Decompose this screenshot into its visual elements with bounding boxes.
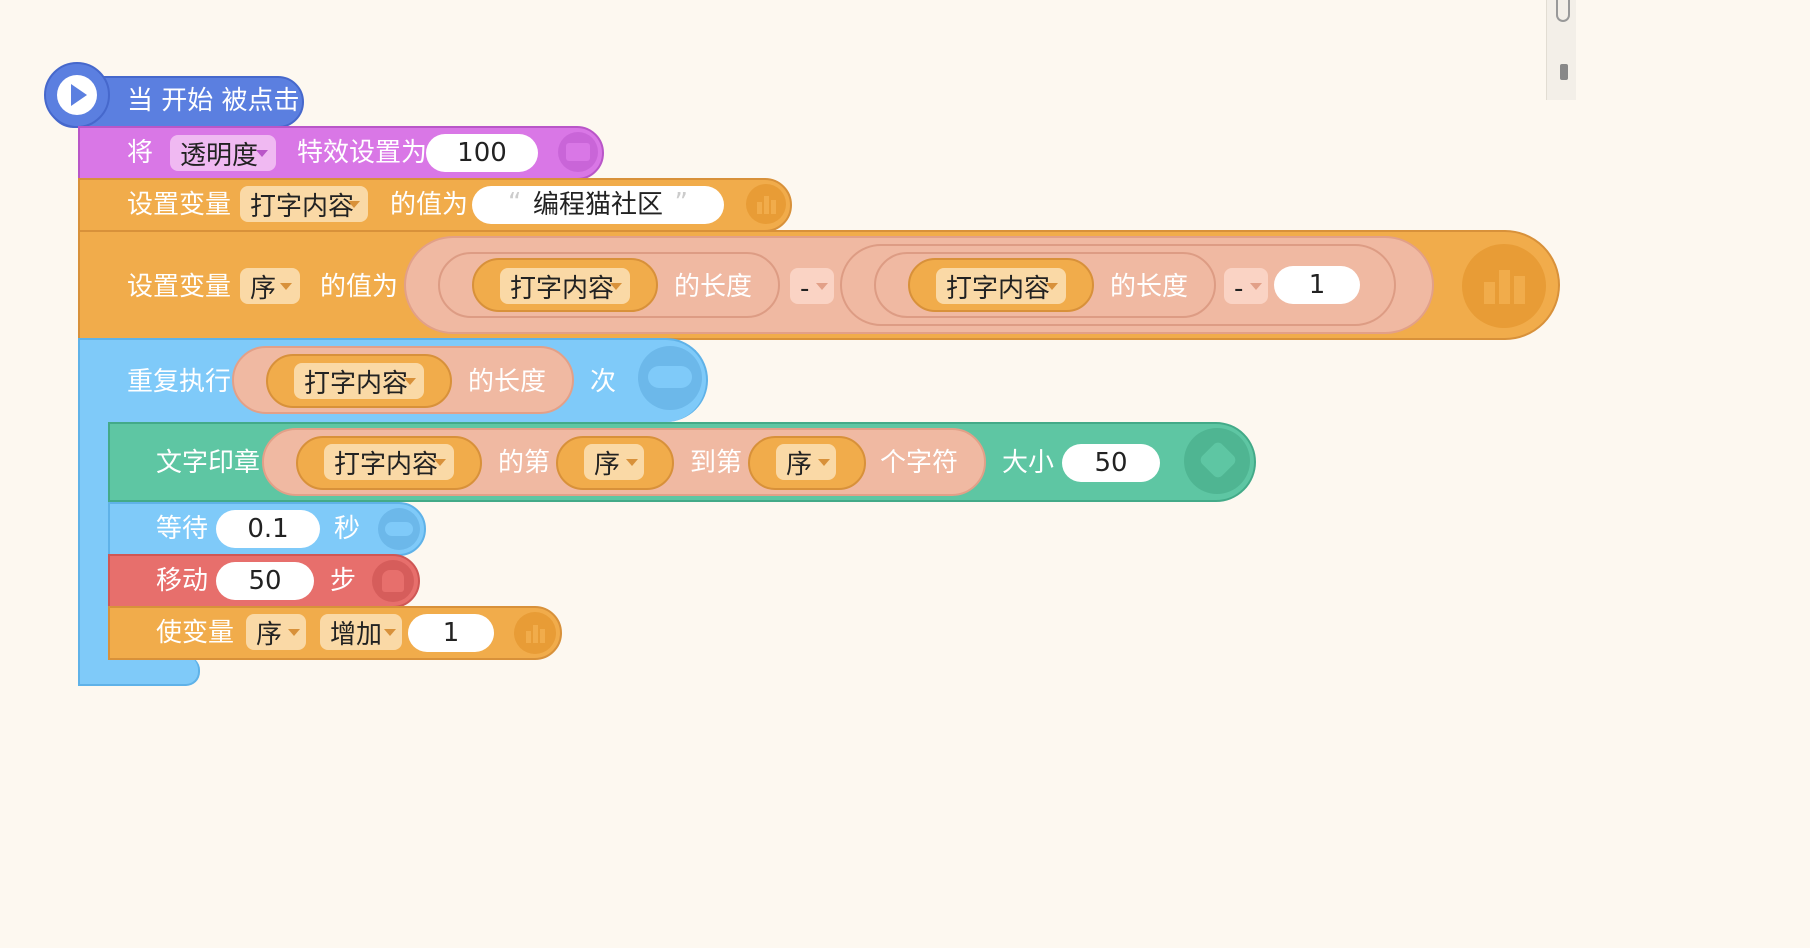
stamp-chars-label: 个字符 bbox=[880, 448, 959, 478]
chevron-down-icon bbox=[288, 629, 300, 636]
repeat-suffix: 次 bbox=[590, 367, 617, 397]
setvar1-string-input[interactable]: “ 编程猫社区 ” bbox=[472, 186, 724, 224]
hat-label: 当 开始 被点击 bbox=[127, 86, 300, 116]
chevron-down-icon bbox=[1046, 283, 1058, 290]
setvar1-string-value: 编程猫社区 bbox=[532, 190, 663, 220]
stamp-size-value: 50 bbox=[1094, 448, 1128, 478]
play-icon bbox=[44, 62, 110, 128]
chevron-down-icon bbox=[818, 459, 830, 466]
left-var-value: 打字内容 bbox=[510, 274, 615, 304]
setvar1-label-mid: 的值为 bbox=[390, 190, 469, 220]
repeat-var-dropdown[interactable]: 打字内容 bbox=[294, 363, 424, 399]
operator-dropdown-1[interactable]: - bbox=[790, 268, 834, 304]
gamepad-icon bbox=[638, 346, 702, 410]
left-var-dropdown[interactable]: 打字内容 bbox=[500, 268, 630, 304]
effect-label-prefix: 将 bbox=[127, 138, 154, 168]
gamepad-icon bbox=[378, 508, 420, 550]
stamp-var-dropdown[interactable]: 打字内容 bbox=[324, 444, 454, 480]
chevron-down-icon bbox=[1250, 283, 1262, 290]
chevron-down-icon bbox=[384, 629, 396, 636]
right-len-label: 的长度 bbox=[1110, 272, 1189, 302]
wait-unit: 秒 bbox=[334, 514, 361, 544]
repeat-block-footer bbox=[78, 656, 200, 686]
stamp-size-input[interactable]: 50 bbox=[1062, 444, 1160, 482]
chevron-down-icon bbox=[404, 378, 416, 385]
chevron-down-icon bbox=[280, 283, 292, 290]
chevron-down-icon bbox=[816, 283, 828, 290]
chevron-down-icon bbox=[434, 459, 446, 466]
effect-dropdown[interactable]: 透明度 bbox=[170, 135, 276, 171]
setvar1-label: 设置变量 bbox=[127, 190, 232, 220]
repeat-label: 重复执行 bbox=[127, 367, 232, 397]
wait-value-text: 0.1 bbox=[247, 514, 289, 544]
chevron-down-icon bbox=[626, 459, 638, 466]
stamp-var-value: 打字内容 bbox=[334, 450, 439, 480]
stamp-from-value: 序 bbox=[594, 450, 621, 480]
change-op-dropdown[interactable]: 增加 bbox=[320, 614, 402, 650]
move-value-input[interactable]: 50 bbox=[216, 562, 314, 600]
effect-label-mid: 特效设置为 bbox=[297, 138, 428, 168]
stamp-to-value: 序 bbox=[786, 450, 813, 480]
wait-label: 等待 bbox=[156, 514, 209, 544]
setvar2-variable-value: 序 bbox=[250, 274, 277, 304]
setvar2-variable-dropdown[interactable]: 序 bbox=[240, 268, 300, 304]
bar-chart-icon bbox=[746, 184, 786, 224]
change-variable-dropdown[interactable]: 序 bbox=[246, 614, 306, 650]
setvar2-label-mid: 的值为 bbox=[320, 272, 399, 302]
op2-value: - bbox=[1234, 274, 1244, 304]
quote-open: “ bbox=[508, 188, 522, 218]
move-value-text: 50 bbox=[248, 566, 282, 596]
operand-value: 1 bbox=[1308, 270, 1326, 300]
stamp-size-label: 大小 bbox=[1002, 448, 1055, 478]
setvar1-variable-value: 打字内容 bbox=[250, 192, 355, 222]
pen-icon bbox=[1184, 428, 1250, 494]
quote-close: ” bbox=[674, 188, 688, 218]
stamp-to-dropdown[interactable]: 序 bbox=[776, 444, 836, 480]
repeat-len-label: 的长度 bbox=[468, 367, 547, 397]
operator-dropdown-2[interactable]: - bbox=[1224, 268, 1268, 304]
right-var-value: 打字内容 bbox=[946, 274, 1051, 304]
change-label: 使变量 bbox=[156, 618, 235, 648]
bar-chart-icon bbox=[514, 612, 556, 654]
stamp-to-nth: 到第 bbox=[690, 448, 743, 478]
setvar2-label: 设置变量 bbox=[127, 272, 232, 302]
change-op-value: 增加 bbox=[330, 620, 383, 650]
change-variable-value: 序 bbox=[256, 620, 283, 650]
stamp-label: 文字印章 bbox=[156, 448, 261, 478]
move-unit: 步 bbox=[330, 566, 357, 596]
right-var-dropdown[interactable]: 打字内容 bbox=[936, 268, 1066, 304]
stamp-of-nth: 的第 bbox=[498, 448, 551, 478]
op1-value: - bbox=[800, 274, 810, 304]
change-value-input[interactable]: 1 bbox=[408, 614, 494, 652]
wait-value-input[interactable]: 0.1 bbox=[216, 510, 320, 548]
ghost-icon bbox=[372, 560, 414, 602]
operand-input[interactable]: 1 bbox=[1274, 266, 1360, 304]
stamp-from-dropdown[interactable]: 序 bbox=[584, 444, 644, 480]
chevron-down-icon bbox=[256, 150, 268, 157]
mic-icon bbox=[1556, 0, 1570, 22]
effect-dropdown-value: 透明度 bbox=[180, 141, 259, 171]
bar-chart-icon bbox=[1462, 244, 1546, 328]
shirt-icon bbox=[558, 132, 598, 172]
chevron-down-icon bbox=[610, 283, 622, 290]
change-value-text: 1 bbox=[442, 618, 460, 648]
move-label: 移动 bbox=[156, 566, 209, 596]
scroll-handle[interactable] bbox=[1560, 64, 1568, 80]
effect-value-input[interactable]: 100 bbox=[426, 134, 538, 172]
repeat-var-value: 打字内容 bbox=[304, 369, 409, 399]
repeat-block-arm bbox=[78, 420, 108, 660]
effect-value-text: 100 bbox=[457, 138, 507, 168]
chevron-down-icon bbox=[348, 201, 360, 208]
left-len-label: 的长度 bbox=[674, 272, 753, 302]
setvar1-variable-dropdown[interactable]: 打字内容 bbox=[240, 186, 368, 222]
